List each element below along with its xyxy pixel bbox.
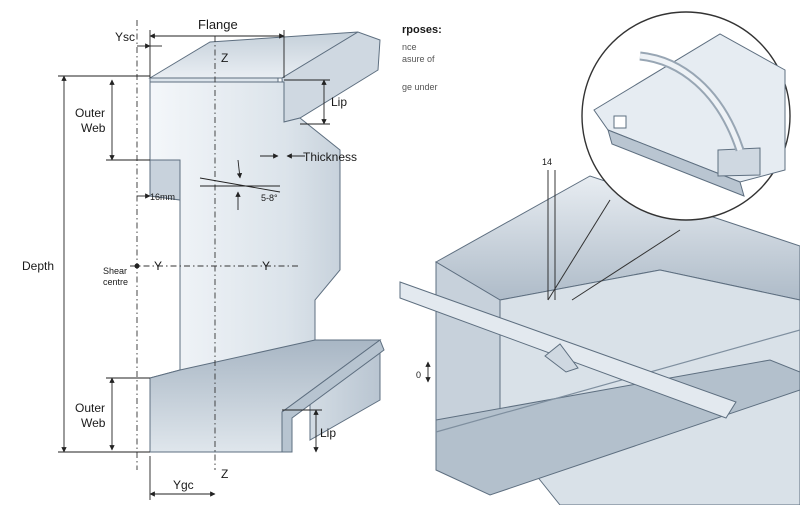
- outer-web-bottom-label-2: Web: [81, 416, 106, 430]
- lip-label-bottom: Lip: [320, 426, 336, 440]
- rod: [399, 281, 737, 419]
- shear-centre-point: [134, 263, 140, 269]
- clip-piece: [544, 343, 579, 373]
- dim-0-label: 0: [416, 370, 421, 380]
- lip-label-top: Lip: [331, 95, 347, 109]
- outer-web-top-label-1: Outer: [75, 106, 105, 120]
- upper-return-face: [149, 159, 181, 201]
- flange-label: Flange: [198, 17, 238, 32]
- callout-line-1: [547, 199, 611, 301]
- y-label-right: Y: [262, 259, 270, 273]
- z-label-top: Z: [221, 51, 228, 65]
- heading-fragment: rposes:: [402, 24, 442, 36]
- shear-centre-label-1: Shear: [103, 266, 127, 276]
- outer-web-bottom-label-1: Outer: [75, 401, 105, 415]
- y-label-left: Y: [154, 259, 162, 273]
- rail-illustration: rposes: nce asure of ge under 14 0: [399, 11, 800, 505]
- sigma-section-drawing: Flange Ysc Z Z Lip Lip Outer Web Outer W…: [22, 17, 385, 500]
- z-label-bottom: Z: [221, 467, 228, 481]
- text-fragment-1: nce: [402, 42, 417, 52]
- offset-16mm-label: 16mm: [150, 192, 175, 202]
- callout-line-2: [571, 229, 681, 301]
- ygc-label: Ygc: [173, 478, 194, 492]
- outer-web-top-label-2: Web: [81, 121, 106, 135]
- shear-centre-label-2: centre: [103, 277, 128, 287]
- text-fragment-2: asure of: [402, 54, 435, 64]
- angle-ref-line-1: [199, 177, 281, 193]
- detail-inset-content: [593, 33, 786, 197]
- depth-label: Depth: [22, 259, 54, 273]
- angle-label: 5-8°: [261, 193, 278, 203]
- thickness-label: Thickness: [303, 150, 357, 164]
- ysc-label: Ysc: [115, 30, 135, 44]
- rail-lower-edge: [435, 329, 800, 433]
- bottom-lip: [281, 339, 385, 453]
- dim-14-label: 14: [542, 157, 552, 167]
- text-fragment-3: ge under: [402, 82, 438, 92]
